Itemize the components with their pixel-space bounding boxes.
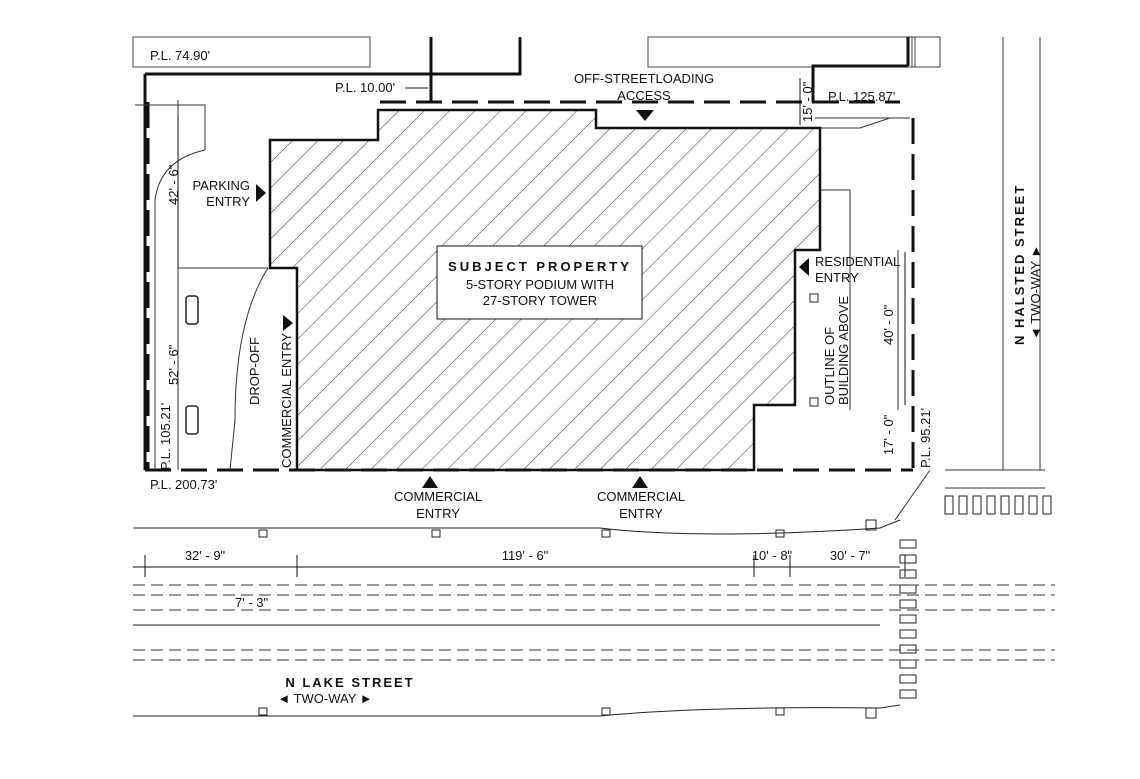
loading-label-1: OFF-STREETLOADING xyxy=(574,71,714,86)
parking-entry-arrow xyxy=(256,184,266,202)
dim-32-9: 32' - 9" xyxy=(185,548,226,563)
lake-street-lanes xyxy=(133,584,1055,661)
loading-arrow xyxy=(636,110,654,121)
dim-30-7: 30' - 7" xyxy=(830,548,871,563)
subject-line-1: 5-STORY PODIUM WITH xyxy=(466,277,614,292)
parking-entry-label-2: ENTRY xyxy=(206,194,250,209)
pl-200-73-label: P.L. 200.73' xyxy=(150,477,217,492)
halsted-street-direction: ◄ TWO-WAY ► xyxy=(1028,245,1043,340)
utility-marker xyxy=(809,293,819,303)
commercial-entry-b-label-1: COMMERCIAL xyxy=(597,489,685,504)
crosswalk-halsted xyxy=(944,495,1052,515)
commercial-entry-a-label-2: ENTRY xyxy=(416,506,460,521)
lake-street-label-box xyxy=(270,673,438,709)
adjacent-buildings xyxy=(132,36,941,68)
outline-label-1: OUTLINE OF xyxy=(822,327,837,405)
dim-119-6: 119' - 6" xyxy=(502,548,549,563)
curb-line xyxy=(133,519,901,535)
outline-label-2: BUILDING ABOVE xyxy=(836,296,851,405)
lake-street-name: N LAKE STREET xyxy=(285,675,414,690)
site-linework xyxy=(135,37,1045,521)
pl-105-21-label: P.L. 105.21' xyxy=(158,403,173,470)
dim-15-0: 15' - 0" xyxy=(800,81,815,122)
pl-74-90-label: P.L. 74.90' xyxy=(150,48,210,63)
residential-entry-arrow xyxy=(799,258,809,276)
commercial-side-arrow xyxy=(283,315,293,331)
halsted-street-name: N HALSTED STREET xyxy=(1012,184,1027,345)
crosswalk-lake xyxy=(899,539,917,699)
property-lines xyxy=(143,37,910,470)
dim-10-8: 10' - 8" xyxy=(752,548,793,563)
commercial-entry-b-arrow xyxy=(632,476,648,488)
pl-10-00-label: P.L. 10.00' xyxy=(335,80,395,95)
drop-off-label: DROP-OFF xyxy=(247,337,262,405)
dim-52-6: 52' - 6" xyxy=(166,344,181,385)
dimension-lines xyxy=(133,78,906,577)
dim-40-0: 40' - 0" xyxy=(881,304,896,345)
commercial-entry-a-label-1: COMMERCIAL xyxy=(394,489,482,504)
lake-street-curb xyxy=(133,704,901,717)
parking-entry-label-1: PARKING xyxy=(192,178,250,193)
dim-17-0: 17' - 0" xyxy=(881,414,896,455)
subject-line-2: 27-STORY TOWER xyxy=(483,293,597,308)
subject-title: SUBJECT PROPERTY xyxy=(448,259,632,274)
dim-42-6: 42' - 6" xyxy=(166,164,181,205)
loading-label-2: ACCESS xyxy=(617,88,671,103)
commercial-entry-side-label: COMMERCIAL ENTRY xyxy=(279,333,294,468)
dim-7-3: 7' - 3" xyxy=(235,595,268,610)
commercial-entry-b-label-2: ENTRY xyxy=(619,506,663,521)
residential-entry-label-2: ENTRY xyxy=(815,270,859,285)
pl-125-87-label: P.L. 125.87' xyxy=(828,89,895,104)
lake-street-posts xyxy=(258,707,877,719)
curb-posts xyxy=(258,519,877,538)
commercial-entry-a-arrow xyxy=(422,476,438,488)
lake-street-direction: ◄ TWO-WAY ► xyxy=(277,691,372,706)
parking-stalls xyxy=(185,295,199,435)
utility-marker xyxy=(809,397,819,407)
pl-95-21-label: P.L. 95.21' xyxy=(918,408,933,468)
subject-label-box xyxy=(436,245,643,320)
residential-entry-label-1: RESIDENTIAL xyxy=(815,254,900,269)
